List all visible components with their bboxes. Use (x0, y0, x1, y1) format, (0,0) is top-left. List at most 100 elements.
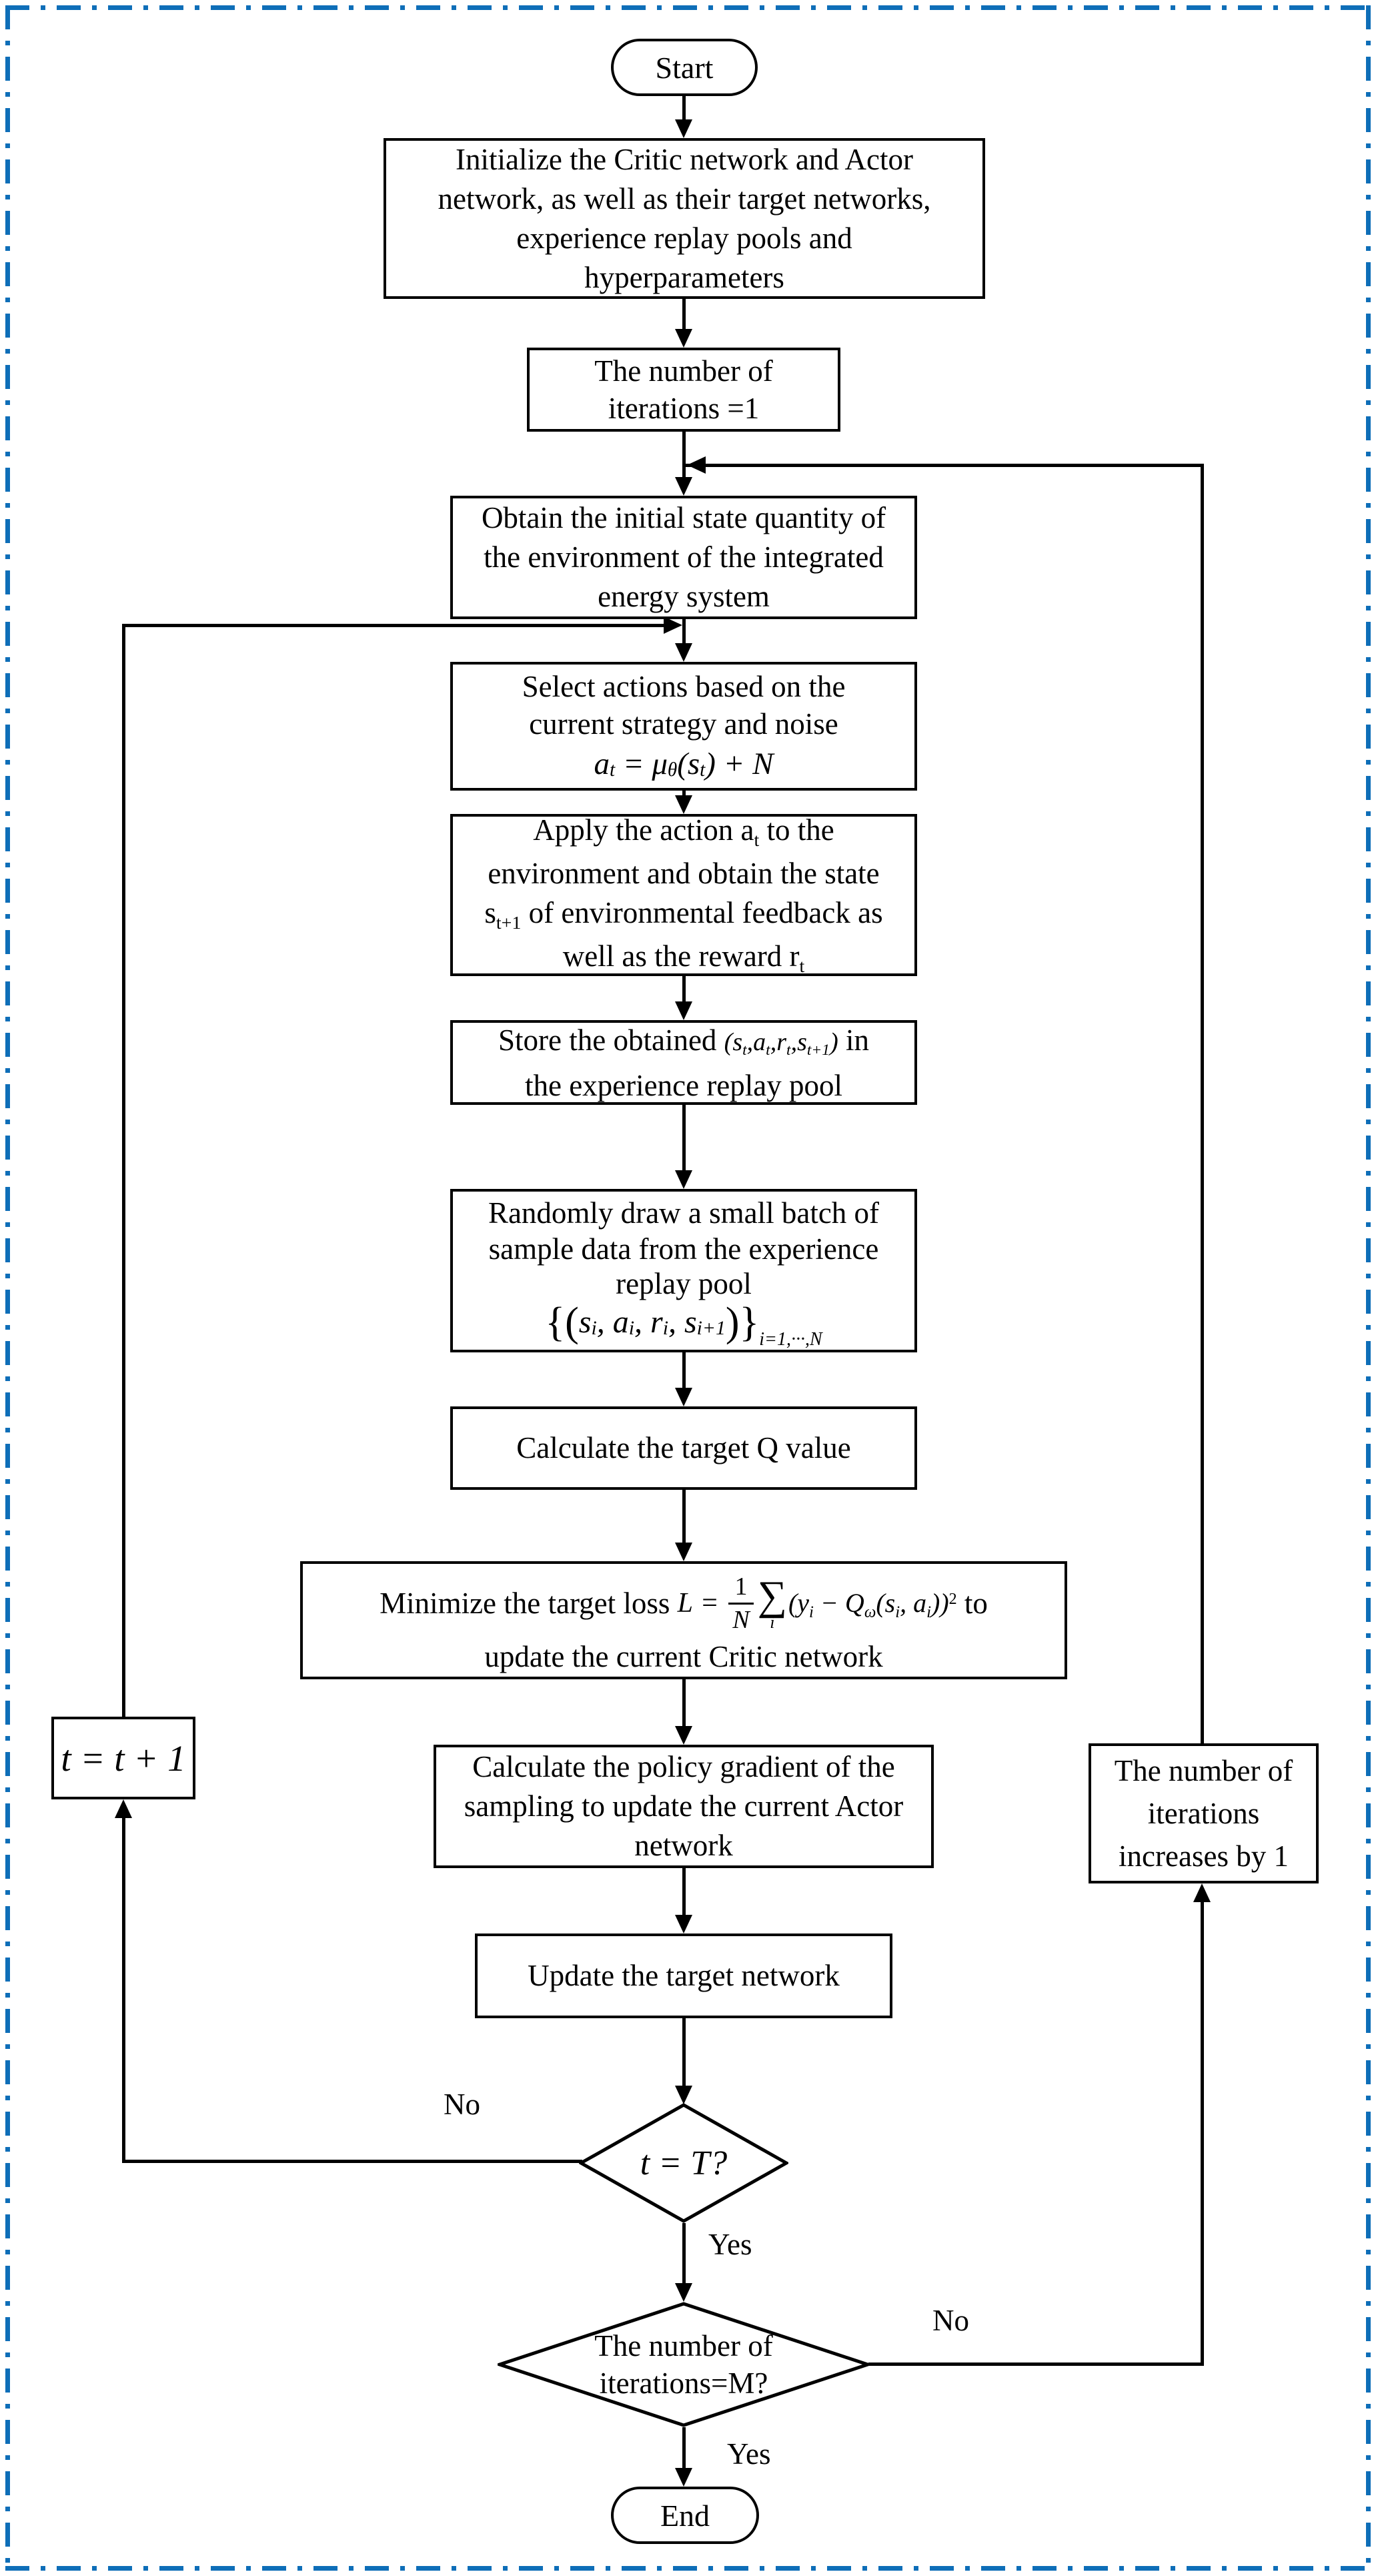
calcq-label: Calculate the target Q value (516, 1431, 851, 1464)
rf-c2: , (634, 1304, 650, 1340)
connector-leftloop-vertical-lower (122, 1817, 125, 2163)
connector-init-iter1 (682, 299, 686, 332)
process-select-actions: Select actions based on the current stra… (450, 662, 917, 791)
connector-decision1-decision2 (682, 2223, 686, 2286)
store-formula: (st,at,rt,st+1) (724, 1027, 838, 1059)
page-border-bottom (5, 2566, 1371, 2571)
tplus1-label: t = t + 1 (61, 1737, 186, 1779)
arrowhead-into-tplus1 (115, 1799, 132, 1818)
process-initialize-networks: Initialize the Critic network and Actor … (384, 138, 985, 299)
arrowhead-policy-update (675, 1915, 692, 1934)
f-a-sub: t (610, 759, 616, 781)
connector-leftloop-vertical-upper (122, 624, 125, 1717)
f-paren-close: ) (705, 746, 716, 781)
arrowhead-decision2-end (675, 2468, 692, 2487)
arrowhead-rightloop-join (687, 456, 706, 474)
terminal-start-label: Start (655, 50, 714, 85)
sf-a: a (753, 1027, 766, 1056)
connector-no1-horizontal (122, 2160, 582, 2163)
select-line1: Select actions based on the (522, 669, 846, 703)
arrowhead-init-iter1 (675, 329, 692, 348)
sf-r: r (776, 1027, 787, 1056)
process-obtain-initial-state: Obtain the initial state quantity of the… (450, 496, 917, 619)
rf-s: s (578, 1304, 592, 1340)
mf-Q: Q (844, 1588, 864, 1618)
mf-sigma: ∑i (758, 1575, 787, 1631)
connector-rightloop-vertical-upper (1201, 464, 1204, 1743)
arrowhead-apply-store (675, 1001, 692, 1020)
page-border-top (5, 5, 1371, 10)
random-line1: Randomly draw a small batch of (488, 1196, 880, 1230)
rf-ai: i (628, 1317, 634, 1340)
store-l1-text2: in (838, 1023, 869, 1057)
page-border-left (5, 5, 10, 2571)
policy-line2: sampling to update the current Actor (464, 1789, 904, 1823)
mf-s: s (884, 1588, 896, 1618)
random-line3: replay pool (616, 1266, 752, 1300)
apply-l1-sub: t (754, 829, 760, 851)
iter1-line2: iterations =1 (608, 392, 760, 425)
f-a: a (594, 746, 610, 781)
decision2-label: The number of iterations=M? (498, 2302, 870, 2427)
mf-t3: )) (931, 1588, 949, 1618)
label-yes-1: Yes (708, 2228, 752, 2261)
arrowhead-update-decision1 (675, 2086, 692, 2104)
connector-obtain-select (682, 619, 686, 647)
page-border-right (1366, 5, 1371, 2571)
increment-line3: increases by 1 (1119, 1839, 1289, 1873)
rf-close: )} (725, 1299, 760, 1345)
sf-c1: , (746, 1027, 754, 1056)
obtain-line1: Obtain the initial state quantity of (481, 501, 886, 534)
connector-random-calcq (682, 1352, 686, 1390)
apply-l4-sub: t (799, 955, 805, 977)
minimize-text-a: Minimize the target loss (380, 1586, 678, 1620)
connector-apply-store (682, 976, 686, 1005)
increment-line2: iterations (1147, 1797, 1260, 1830)
arrowhead-random-calcq (675, 1388, 692, 1406)
connector-decision2-end (682, 2427, 686, 2471)
store-line1: Store the obtained (st,at,rt,st+1) in (498, 1020, 869, 1065)
connector-policy-update (682, 1868, 686, 1917)
f-paren-open: ( (677, 746, 688, 781)
arrowhead-leftloop-join (664, 616, 682, 634)
mf-c: , (900, 1588, 914, 1618)
rf-open: {( (545, 1299, 579, 1345)
initialize-line2: network, as well as their target network… (438, 181, 931, 216)
rf-indexrange: i=1,···,N (759, 1328, 822, 1350)
mf-eq: = (693, 1587, 726, 1619)
store-line2: the experience replay pool (524, 1068, 842, 1102)
rf-s2i: i+1 (696, 1317, 726, 1340)
apply-line2: environment and obtain the state (488, 856, 880, 890)
rf-ri: i (662, 1317, 668, 1340)
connector-rightloop-top (686, 464, 1204, 467)
arrowhead-calcq-minimize (675, 1543, 692, 1561)
apply-line4: well as the reward rt (563, 937, 805, 980)
decision2-line2: iterations=M? (599, 2367, 768, 2400)
f-mu-sub: θ (667, 759, 678, 781)
update-label: Update the target network (528, 1959, 840, 1992)
mf-t2: ( (876, 1588, 885, 1618)
terminal-end: End (611, 2487, 759, 2544)
decision1-shape (577, 2103, 790, 2223)
sf-at: t (766, 1041, 770, 1059)
connector-no2-horizontal (868, 2363, 1204, 2366)
arrowhead-iter1-obtain (675, 477, 692, 496)
rf-c3: , (668, 1304, 684, 1340)
mf-squared: 2 (948, 1591, 957, 1608)
process-increment-iterations: The number of iterations increases by 1 (1089, 1743, 1319, 1883)
policy-line3: network (634, 1829, 733, 1862)
f-plus: + (715, 746, 753, 781)
f-eq: = (615, 746, 652, 781)
rf-r: r (650, 1304, 663, 1340)
minimize-text-b: to (956, 1586, 988, 1620)
random-line2: sample data from the experience (488, 1232, 879, 1266)
initialize-line4: hyperparameters (584, 260, 784, 294)
process-apply-action: Apply the action at to the environment a… (450, 813, 917, 977)
iter1-line1: The number of (594, 354, 773, 388)
mf-sigma-index: i (770, 1612, 775, 1632)
decision2-line1: The number of (594, 2329, 773, 2363)
connector-update-decision1 (682, 2018, 686, 2088)
